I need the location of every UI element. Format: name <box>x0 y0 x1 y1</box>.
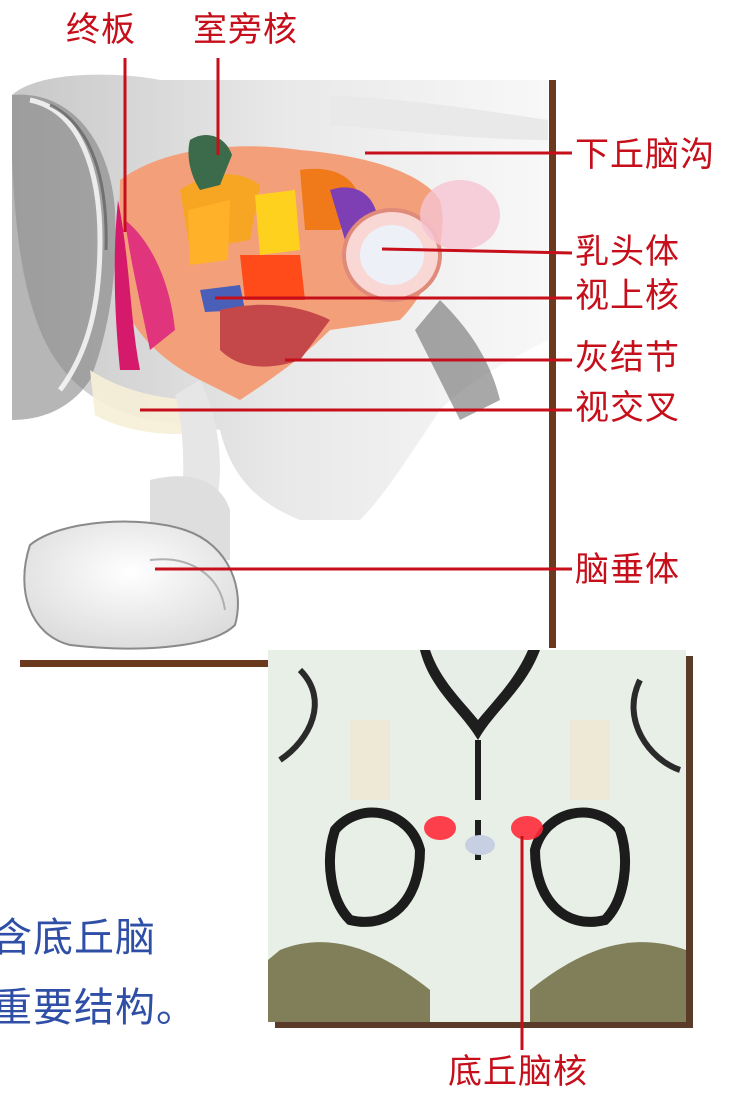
label-supraoptic-nucleus: 视上核 <box>575 276 680 316</box>
label-lamina-terminalis: 终板 <box>66 10 136 50</box>
label-mammillary-body: 乳头体 <box>575 232 680 272</box>
label-hypothalamic-sulcus: 下丘脑沟 <box>575 135 715 175</box>
label-subthalamic-nucleus: 底丘脑核 <box>448 1052 588 1092</box>
label-optic-chiasm: 视交叉 <box>575 388 680 428</box>
caption-line-2: 重要结构。 <box>0 975 197 1033</box>
label-paraventricular-nucleus: 室旁核 <box>193 10 298 50</box>
caption-line-1: 含底丘脑 <box>0 905 156 963</box>
label-tuber-cinereum: 灰结节 <box>575 338 680 378</box>
mri-tissue <box>268 650 686 1022</box>
label-hypophysis: 脑垂体 <box>575 550 680 590</box>
